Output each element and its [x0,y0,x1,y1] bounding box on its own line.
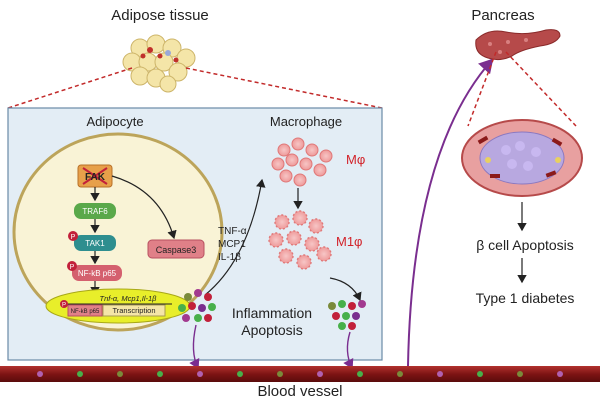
adipocyte-cell [12,132,224,332]
fak-node: FAK [77,164,113,188]
vessel-cells [37,371,563,377]
pancreas-icon [475,29,561,61]
blood-vessel [0,366,600,382]
zoom-line-right [185,67,383,109]
phospho-nucleus-label: P [62,303,66,309]
phospho-nfkb-label: P [70,264,75,271]
adipose-tissue-icon [122,34,196,93]
inflammation-label: Inflammation [232,305,312,321]
m1-phi-label: M1φ [336,234,363,249]
tak1-node: TAK1 [74,235,116,251]
nucleus-nfkb-label: NF-kB p65 [71,309,100,315]
type1-diabetes-label: Type 1 diabetes [476,290,575,306]
blood-vessel-label: Blood vessel [257,383,342,400]
fak-label: FAK [85,172,106,183]
arrow-to-macrophage [204,178,266,296]
m1-phi-cells [268,210,332,270]
zoom-line-left [7,67,133,109]
arrow-left-to-vessel [189,324,200,370]
cytokine-dots-left [178,289,216,322]
beta-cell-apoptosis-label: β cell Apoptosis [476,237,574,253]
macrophage-label: Macrophage [270,114,342,129]
phospho-nfkb [67,261,77,271]
cytokine-mcp1: MCP1 [218,239,246,250]
cytokine-tnf: TNF-α [218,226,247,237]
transcription-label: Transcription [112,306,155,315]
cytokine-dots-right [328,300,366,330]
traf6-node: TRAF6 [74,203,116,219]
arrow-m1phi-cytokines [329,277,362,302]
caspase3-label: Caspase3 [156,245,197,255]
phospho-nucleus [60,300,68,308]
arrow-right-to-vessel [343,331,354,370]
phospho-tak1-label: P [71,234,76,241]
traf6-label: TRAF6 [82,207,108,216]
cytokine-il1b: IL-1β [218,252,241,263]
pancreas-title: Pancreas [471,7,534,24]
islet-icon [461,119,583,197]
m-phi-cells [271,137,333,187]
transcription-box [102,304,166,317]
apoptosis-label: Apoptosis [241,322,302,338]
nucleus-genes-label: Tnf-α, Mcp1,Il-1β [100,294,158,303]
arrow-fak-caspase3 [111,175,177,240]
arrow-to-pancreas [407,58,494,367]
nfkb-node: NF-kB p65 [72,265,122,281]
phospho-tak1 [68,231,78,241]
adipose-tissue-title: Adipose tissue [111,7,209,24]
nfkb-label: NF-kB p65 [78,269,117,278]
m-phi-label: Mφ [346,152,365,167]
adipocyte-label: Adipocyte [86,114,143,129]
nucleus-nfkb-box [67,304,103,317]
caspase3-node: Caspase3 [147,239,205,259]
pancreas-zoom-left [467,51,497,127]
pancreas-zoom-right [505,51,577,127]
tak1-label: TAK1 [85,239,105,248]
